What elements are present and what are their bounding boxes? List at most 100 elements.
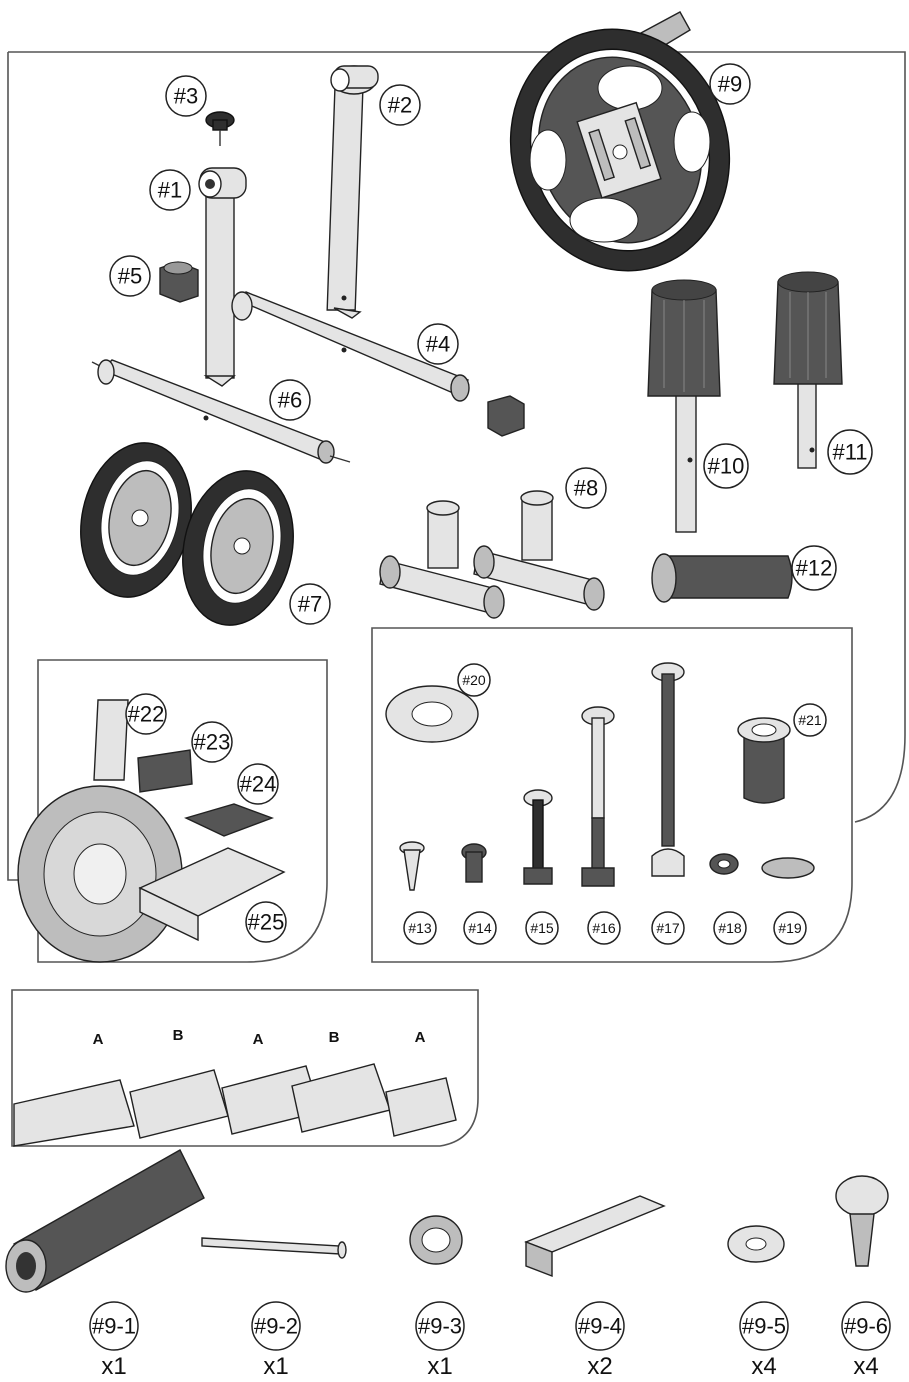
label-part-24-text: #24 (240, 772, 277, 797)
reel-part-9-4-drawing (524, 1195, 666, 1278)
reel-end-10 (647, 279, 721, 533)
label-part-9-text: #9 (718, 72, 742, 97)
label-part-23-text: #23 (194, 730, 231, 755)
label-part-1: #1 (149, 169, 191, 211)
reel-part-9-2-drawing (201, 1237, 347, 1259)
hardware-frame (371, 627, 853, 963)
label-part-11: #11 (827, 429, 873, 475)
blanket-sections (13, 1063, 457, 1147)
reel-part-9-1-label: #9-1 (92, 1314, 136, 1339)
wheels-7 (80, 442, 294, 626)
label-part-19-text: #19 (778, 920, 802, 936)
label-part-17-text: #17 (656, 920, 680, 936)
reel-part-9-6-drawing (835, 1175, 889, 1267)
label-part-24: #24 (237, 763, 279, 805)
label-part-18-text: #18 (718, 920, 742, 936)
label-part-15: #15 (525, 911, 559, 945)
label-part-16: #16 (587, 911, 621, 945)
reel-part-9-5-drawing (727, 1225, 785, 1263)
label-part-4: #4 (417, 323, 459, 365)
label-part-8-text: #8 (574, 476, 598, 501)
label-part-25: #25 (245, 901, 287, 943)
tape-kit-frame (37, 659, 328, 963)
reel-part-9-3-drawing (409, 1215, 463, 1265)
bolt-17 (651, 662, 685, 877)
reel-part-9-6-qty: x4 (853, 1353, 878, 1380)
blanket-sequence-frame (11, 989, 479, 1147)
label-part-23: #23 (191, 721, 233, 763)
axle-tube-6 (91, 359, 351, 464)
label-part-22-text: #22 (128, 702, 165, 727)
reel-part-9-2-label: #9-2 (254, 1314, 298, 1339)
label-part-2-text: #2 (388, 93, 412, 118)
label-part-3: #3 (165, 75, 207, 117)
reel-part-9-3: #9-3 x1 (415, 1301, 465, 1380)
bolt-16 (581, 706, 615, 887)
label-part-3-text: #3 (174, 84, 198, 109)
bolt-15 (523, 789, 553, 885)
label-part-12: #12 (791, 545, 837, 591)
reel-part-9-2-qty: x1 (263, 1353, 288, 1380)
reel-end-11 (773, 271, 843, 469)
sequence-label-5: A (415, 1029, 426, 1046)
reel-part-9-2: #9-2 x1 (251, 1301, 301, 1380)
t-connectors-8 (379, 490, 605, 619)
label-part-2: #2 (379, 84, 421, 126)
label-part-5: #5 (109, 255, 151, 297)
reel-part-9-4-label: #9-4 (578, 1314, 622, 1339)
label-part-15-text: #15 (530, 920, 554, 936)
sequence-label-3: A (253, 1031, 264, 1048)
label-part-14-text: #14 (468, 920, 492, 936)
label-part-8: #8 (565, 467, 607, 509)
reel-part-9-6-label: #9-6 (844, 1314, 888, 1339)
reel-part-9-4-qty: x2 (587, 1353, 612, 1380)
label-part-25-text: #25 (248, 910, 285, 935)
label-part-17: #17 (651, 911, 685, 945)
label-part-7-text: #7 (298, 592, 322, 617)
tape-kit (17, 699, 286, 963)
sequence-label-4: B (329, 1029, 340, 1046)
label-part-6-text: #6 (278, 388, 302, 413)
crossbar-tube-4 (231, 291, 470, 402)
handle-grip-12 (651, 553, 793, 603)
label-part-7: #7 (289, 583, 331, 625)
label-part-1-text: #1 (158, 178, 182, 203)
upright-pole-2 (326, 65, 379, 319)
label-part-10: #10 (703, 443, 749, 489)
label-part-12-text: #12 (796, 556, 833, 581)
main-frame-left (7, 52, 36, 881)
bracket-end (487, 395, 525, 437)
label-part-10-text: #10 (708, 454, 745, 479)
reel-wheel (509, 11, 731, 272)
main-frame (8, 51, 906, 823)
screw-14 (461, 843, 487, 883)
label-part-20-text: #20 (462, 672, 486, 688)
label-part-21: #21 (793, 703, 827, 737)
label-part-14: #14 (463, 911, 497, 945)
label-part-16-text: #16 (592, 920, 616, 936)
reel-part-9-3-label: #9-3 (418, 1314, 462, 1339)
bracket-5 (159, 261, 199, 303)
label-part-6: #6 (269, 379, 311, 421)
bushing-21 (737, 717, 791, 804)
label-part-13: #13 (403, 911, 437, 945)
label-part-19: #19 (773, 911, 807, 945)
label-part-18: #18 (713, 911, 747, 945)
reel-part-9-1: #9-1x1 (89, 1301, 139, 1380)
reel-part-9-5-label: #9-5 (742, 1314, 786, 1339)
reel-part-9-5-qty: x4 (751, 1353, 776, 1380)
reel-part-9-3-qty: x1 (427, 1353, 452, 1380)
knob-screw-3 (205, 111, 235, 146)
nut-18 (709, 853, 739, 875)
label-part-13-text: #13 (408, 920, 432, 936)
label-part-11-text: #11 (832, 440, 867, 465)
washer-20 (385, 685, 479, 743)
sequence-label-2: B (173, 1027, 184, 1044)
label-part-5-text: #5 (118, 264, 142, 289)
screw-13 (399, 841, 425, 891)
reel-part-9-5: #9-5 x4 (739, 1301, 789, 1380)
cap-19 (761, 857, 815, 879)
label-part-4-text: #4 (426, 332, 450, 357)
upright-pole-1 (198, 167, 247, 387)
